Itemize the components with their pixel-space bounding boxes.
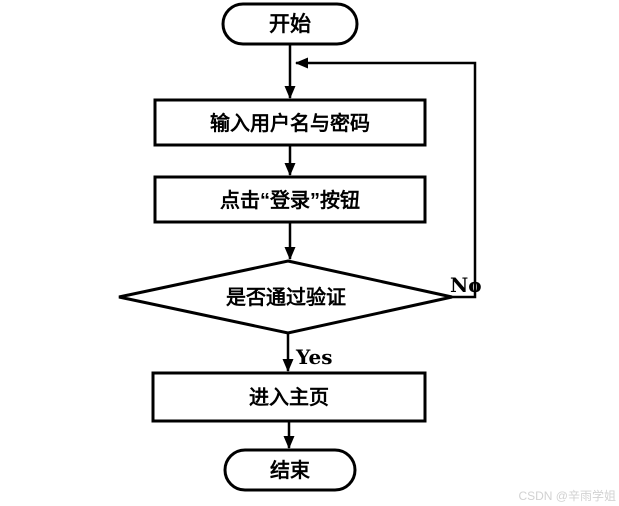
input-credentials-node bbox=[153, 98, 427, 147]
start-node-label: 开始 bbox=[269, 12, 311, 36]
click-login-label: 点击“登录”按钮 bbox=[220, 188, 360, 212]
yes-edge-label: Yes bbox=[295, 345, 333, 369]
end-node-label: 结束 bbox=[270, 458, 311, 482]
input-credentials-label: 输入用户名与密码 bbox=[210, 111, 370, 135]
edge-no-return bbox=[295, 57, 477, 299]
no-edge-label: No bbox=[450, 273, 482, 297]
verify-decision-label: 是否通过验证 bbox=[225, 285, 346, 309]
end-node bbox=[223, 448, 357, 492]
enter-home-label: 进入主页 bbox=[249, 385, 329, 409]
watermark-text: CSDN @辛雨学姐 bbox=[518, 488, 616, 503]
click-login-node bbox=[153, 175, 427, 224]
